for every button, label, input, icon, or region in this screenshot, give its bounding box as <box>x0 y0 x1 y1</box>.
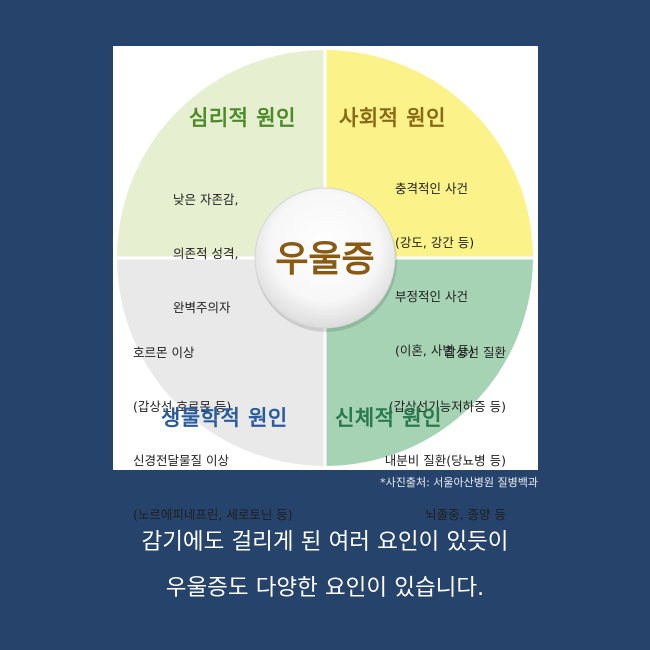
detail-line: (갑상선 호르몬 등) <box>133 399 232 414</box>
detail-line: 신경전달물질 이상 <box>133 453 229 468</box>
center-label: 우울증 <box>275 239 374 280</box>
detail-line: 충격적인 사건 <box>395 181 468 196</box>
diagram-panel: 우울증 심리적 원인 낮은 자존감, 의존적 성격, 완벽주의자 사회적 원인 … <box>113 46 538 522</box>
details-social: 충격적인 사건 (강도, 강간 등) 부정적인 사건 (이혼, 사별 등) <box>395 144 474 396</box>
title-biological: 생물학적 원인 <box>161 406 288 430</box>
caption-line-1: 감기에도 걸리게 된 여러 요인이 있듯이 <box>141 529 509 555</box>
detail-line: 부정적인 사건 <box>395 289 468 304</box>
detail-line: 뇌졸중, 종양 등 <box>425 507 506 522</box>
center-circle <box>254 187 396 329</box>
detail-line: (노르에피네프린, 세로토닌 등) <box>133 507 293 522</box>
details-psychological: 낮은 자존감, 의존적 성격, 완벽주의자 <box>173 155 238 353</box>
caption-line-2: 우울증도 다양한 요인이 있습니다. <box>165 575 485 601</box>
detail-line: (갑상선기능저하증 등) <box>388 399 506 414</box>
detail-line: 완벽주의자 <box>173 300 231 315</box>
causes-wheel: 우울증 <box>117 50 533 466</box>
detail-line: (강도, 강간 등) <box>395 235 475 250</box>
title-social: 사회적 원인 <box>339 106 446 130</box>
detail-line: 호르몬 이상 <box>133 345 195 360</box>
detail-line: 내분비 질환(당뇨병 등) <box>384 453 506 468</box>
details-biological: 호르몬 이상 (갑상선 호르몬 등) 신경전달물질 이상 (노르에피네프린, 세… <box>133 308 293 560</box>
detail-line: (이혼, 사별 등) <box>395 343 475 358</box>
title-physical: 신체적 원인 <box>335 406 442 430</box>
details-physical: 갑상선 질환 (갑상선기능저하증 등) 내분비 질환(당뇨병 등) 뇌졸중, 종… <box>385 308 506 560</box>
detail-line: 갑상선 질환 <box>444 345 506 360</box>
detail-line: 의존적 성격, <box>173 246 239 261</box>
image-source-credit: *사진출처: 서울아산병원 질병백과 <box>380 476 538 489</box>
detail-line: 낮은 자존감, <box>173 192 239 207</box>
title-psychological: 심리적 원인 <box>189 106 296 130</box>
